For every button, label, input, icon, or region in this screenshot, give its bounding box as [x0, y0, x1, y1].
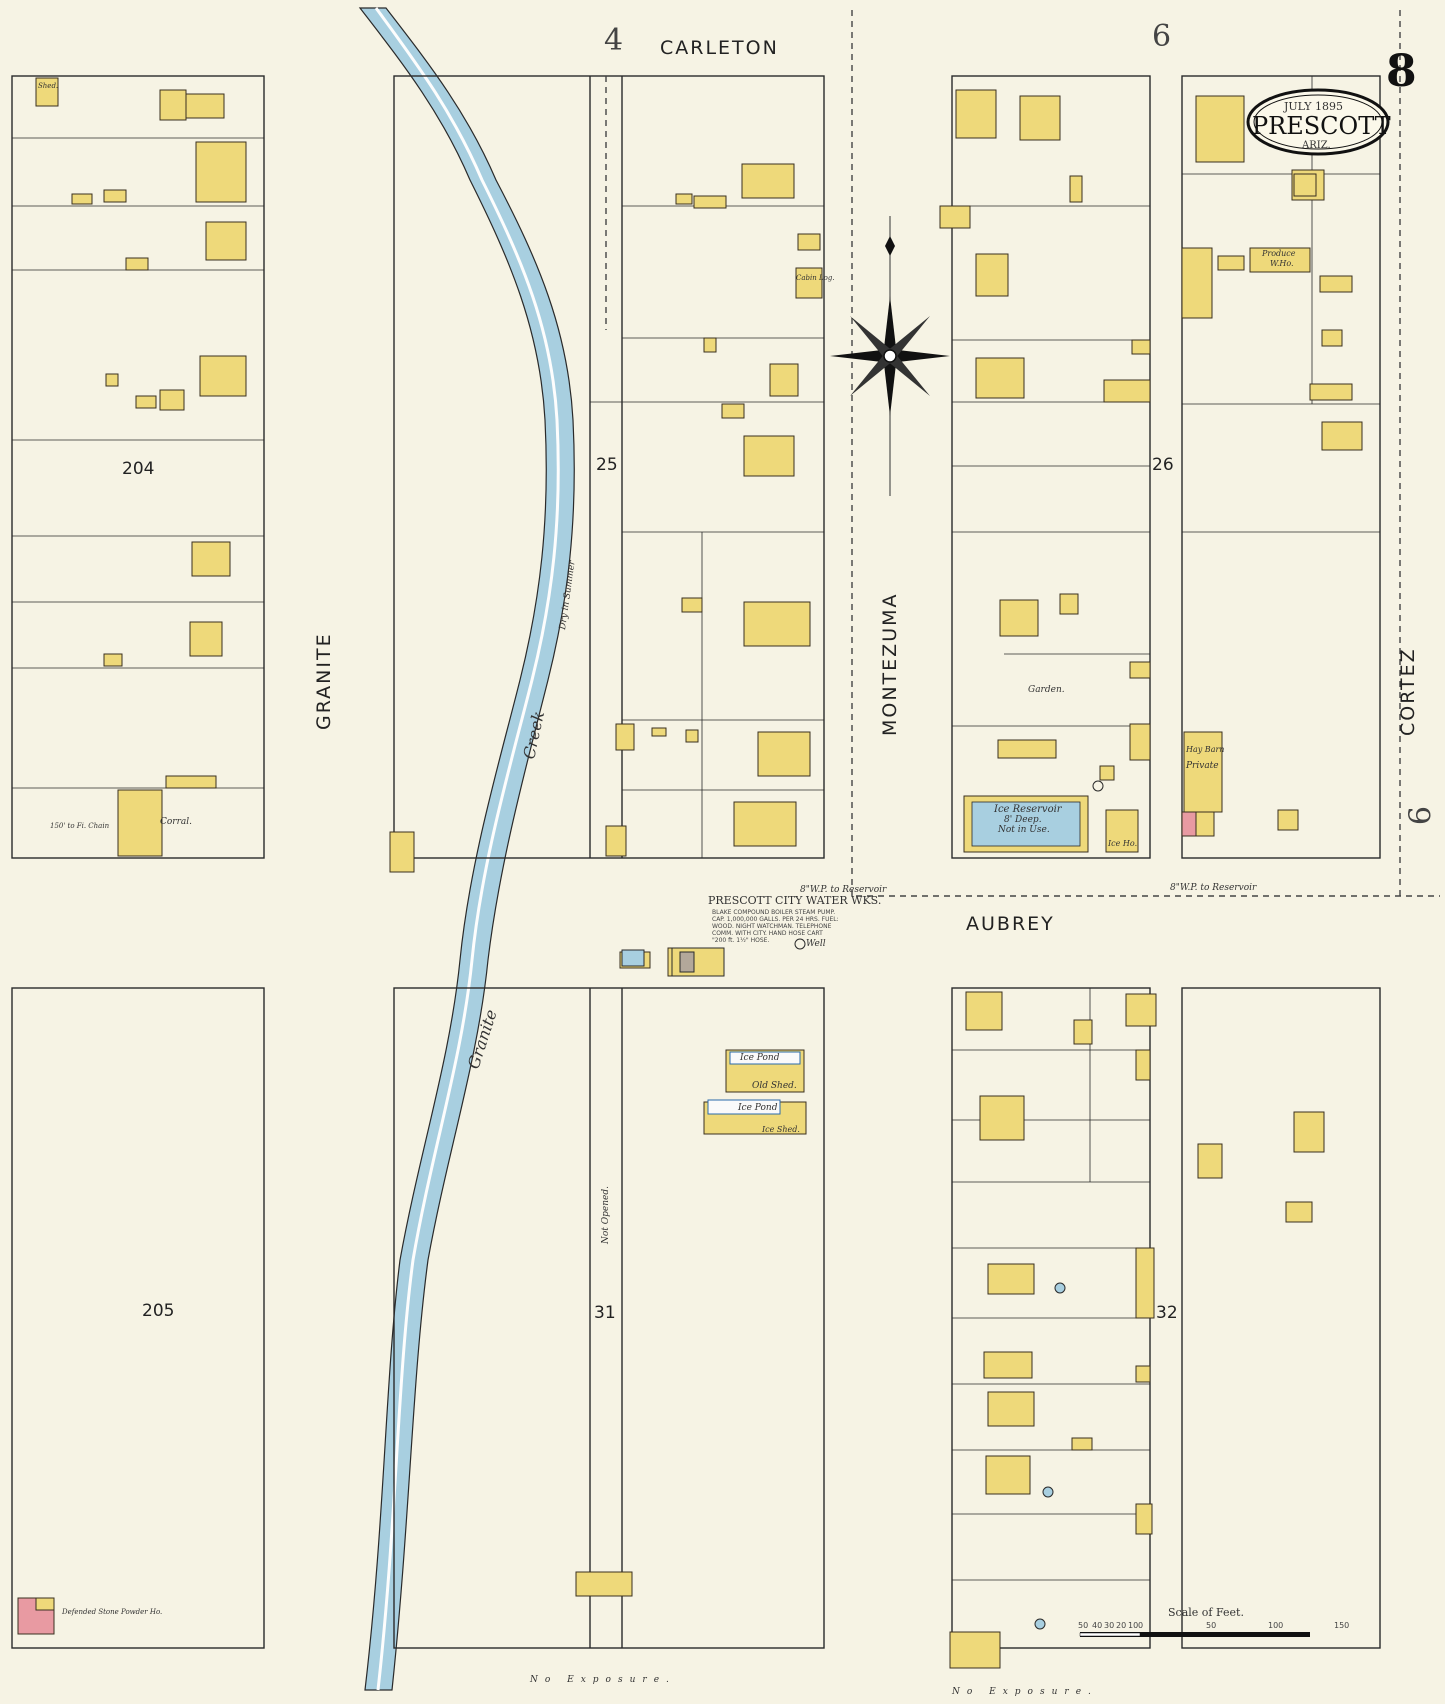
label-ice-reservoir-depth: 8' Deep. — [1004, 815, 1042, 825]
street-aubrey: AUBREY — [966, 913, 1055, 935]
label-not-opened: Not Opened. — [601, 1186, 611, 1245]
scale-tick-50a: 50 — [1078, 1621, 1088, 1630]
label-ice-pond-1: Ice Pond — [739, 1053, 780, 1063]
scale-tick-20: 20 — [1116, 1621, 1126, 1630]
label-not-in-use: Not in Use. — [997, 825, 1050, 835]
lot-lines — [12, 76, 1380, 1581]
label-shed: Shed. — [38, 82, 58, 90]
street-carleton: CARLETON — [660, 37, 779, 59]
building-footprints — [17, 77, 1363, 1669]
scale-tick-40: 40 — [1092, 1621, 1102, 1630]
label-corral: Corral. — [160, 817, 192, 827]
label-fire-chain: 150' to Fi. Chain — [50, 822, 110, 830]
scale-tick-0: 0 — [1138, 1621, 1143, 1630]
label-no-exposure-1: No Exposure. — [529, 1675, 676, 1685]
block-number-25: 25 — [596, 455, 618, 475]
block-outlines — [11, 75, 1381, 1649]
adjacent-sheet-9: 9 — [1400, 806, 1435, 825]
street-granite: GRANITE — [313, 632, 335, 730]
title-cartouche: JULY 1895 PRESCOTT ARIZ. — [1246, 88, 1391, 156]
label-warehouse: W.Ho. — [1270, 259, 1294, 268]
label-private: Private — [1185, 761, 1219, 771]
label-ice-reservoir: Ice Reservoir — [993, 804, 1063, 815]
adjacent-sheet-4: 4 — [604, 23, 623, 58]
label-no-exposure-2: No Exposure. — [951, 1687, 1098, 1697]
label-garden: Garden. — [1028, 685, 1065, 695]
water-works-title: PRESCOTT CITY WATER WKS. — [708, 894, 881, 907]
scale-tick-30: 30 — [1104, 1621, 1114, 1630]
scale-bar: Scale of Feet. 50 40 30 20 10 0 50 100 1… — [1078, 1606, 1349, 1637]
well-label: Well — [806, 939, 826, 949]
label-powder-house: Defended Stone Powder Ho. — [61, 1608, 162, 1616]
cartouche-state: ARIZ. — [1301, 140, 1331, 151]
scale-tick-10: 10 — [1128, 1621, 1138, 1630]
water-works-line-5: "200 ft. 1½" HOSE. — [712, 937, 769, 944]
cartouche-city: PRESCOTT — [1252, 112, 1391, 140]
wells: Well — [794, 780, 1104, 1630]
city-water-works: PRESCOTT CITY WATER WKS. BLAKE COMPOUND … — [621, 894, 881, 977]
label-old-shed: Old Shed. — [752, 1081, 797, 1091]
label-produce: Produce — [1261, 249, 1296, 258]
water-works-line-1: BLAKE COMPOUND BOILER STEAM PUMP. — [712, 909, 835, 916]
scale-tick-150: 150 — [1334, 1621, 1349, 1630]
adjacent-sheet-6: 6 — [1152, 19, 1171, 54]
scale-tick-100: 100 — [1268, 1621, 1283, 1630]
block-number-32: 32 — [1156, 1303, 1178, 1323]
water-pipes: 8"W.P. to Reservoir 8"W.P. to Reservoir — [605, 10, 1440, 900]
sheet-number: 8 — [1386, 46, 1417, 97]
label-ice-house: Ice Ho. — [1107, 839, 1137, 848]
scale-title: Scale of Feet. — [1168, 1606, 1244, 1619]
scale-tick-50b: 50 — [1206, 1621, 1216, 1630]
block-number-31: 31 — [594, 1303, 616, 1323]
street-montezuma: MONTEZUMA — [879, 593, 901, 737]
block-number-205: 205 — [142, 1301, 174, 1321]
block-number-204: 204 — [122, 459, 154, 479]
label-ice-shed: Ice Shed. — [761, 1125, 800, 1134]
label-hay-barn: Hay Barn — [1185, 745, 1224, 754]
north-arrow-icon — [830, 216, 950, 496]
label-cabin-log: Cabin Log. — [796, 274, 835, 282]
label-ice-pond-2: Ice Pond — [737, 1103, 778, 1113]
block-number-26: 26 — [1152, 455, 1174, 475]
street-cortez: CORTEZ — [1397, 647, 1419, 736]
pipe-label-reservoir-1: 8"W.P. to Reservoir — [1170, 883, 1257, 893]
cartouche-date: JULY 1895 — [1283, 100, 1343, 113]
pipe-label-reservoir-2: 8"W.P. to Reservoir — [800, 885, 887, 895]
water-works-line-4: COMM. WITH CITY. HAND HOSE CART — [712, 930, 823, 937]
water-works-line-3: WOOD. NIGHT WATCHMAN. TELEPHONE — [712, 923, 832, 930]
water-works-line-2: CAP. 1,000,000 GALLS. PER 24 HRS. FUEL: — [712, 916, 839, 923]
